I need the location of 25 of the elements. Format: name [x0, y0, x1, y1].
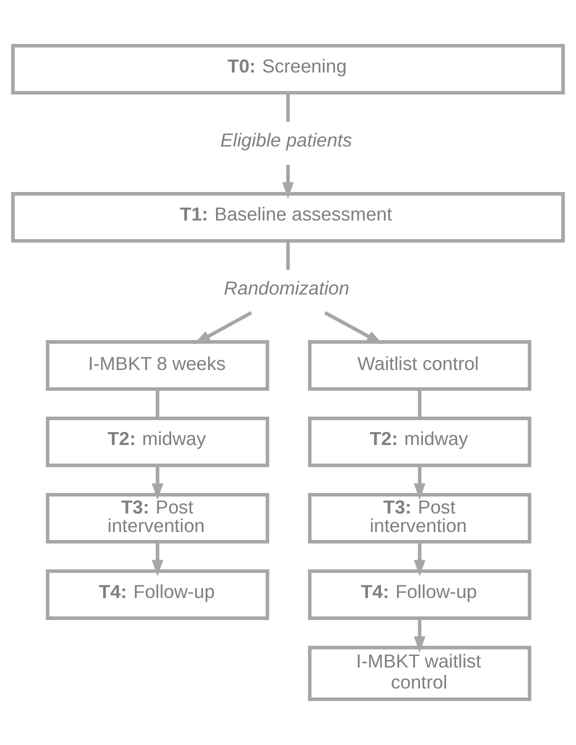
node-text: Randomization [224, 278, 350, 299]
node-box: T1: Baseline assessment [11, 192, 565, 243]
connector [286, 241, 290, 270]
connector [156, 389, 160, 418]
connector [418, 389, 422, 418]
node-box: T0: Screening [11, 44, 565, 94]
arrow [324, 311, 383, 344]
arrow [152, 542, 164, 576]
node-box: T2: midway [46, 416, 270, 468]
node-box: T3: Post intervention [308, 493, 532, 544]
node-box: T4: Follow-up [308, 569, 532, 620]
node-box: Waitlist control [308, 340, 532, 391]
node-box: T3: Post intervention [46, 493, 270, 544]
arrow [414, 542, 426, 576]
node-box: T2: midway [308, 416, 532, 468]
connector [286, 93, 290, 122]
node-text: Eligible patients [220, 130, 352, 151]
node-box: I-MBKT waitlist control [308, 646, 532, 702]
node-box: T4: Follow-up [46, 569, 270, 620]
node-box: I-MBKT 8 weeks [46, 340, 270, 391]
arrow [414, 466, 426, 500]
arrow [282, 164, 294, 199]
arrow [152, 466, 164, 500]
arrow [194, 311, 252, 344]
arrow [414, 618, 426, 653]
